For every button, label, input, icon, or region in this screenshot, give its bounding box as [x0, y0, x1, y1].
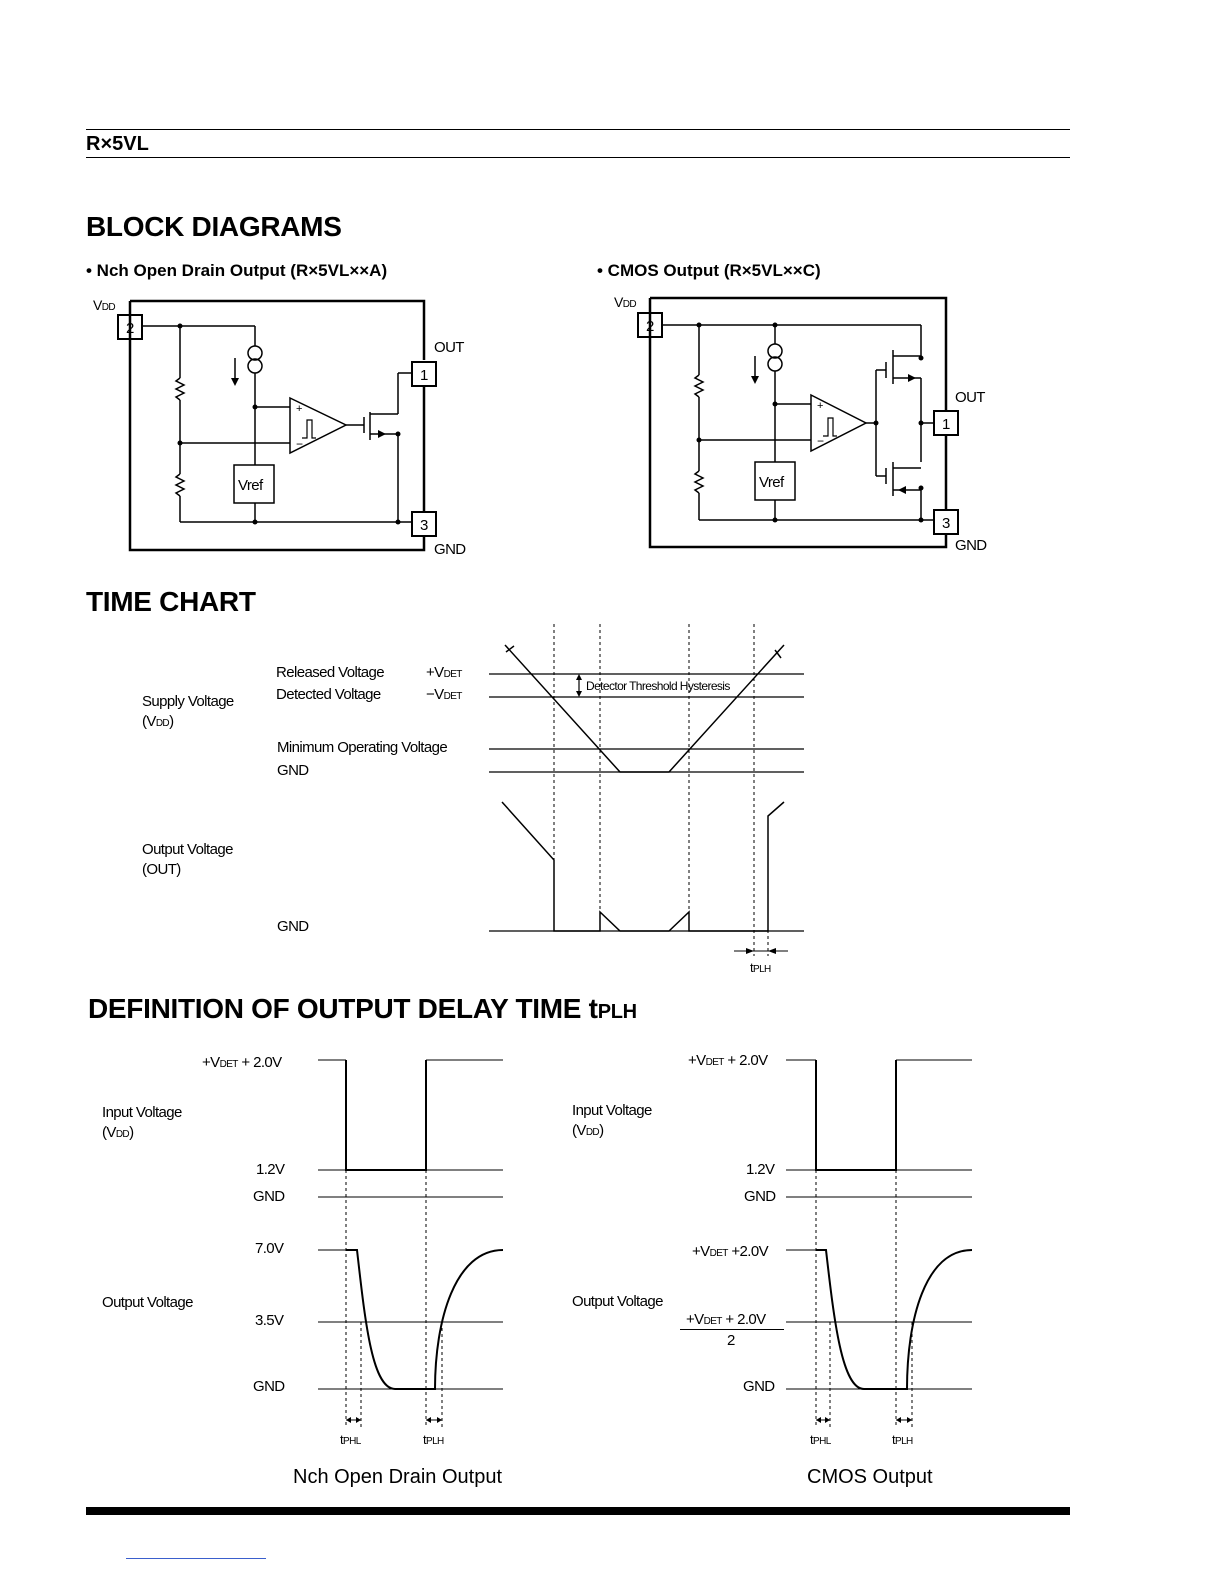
tc-gnd1-label: GND [277, 762, 309, 779]
nch-pin3: 3 [420, 517, 428, 534]
dn-input-sub: (VDD) [102, 1124, 134, 1141]
tc-detected-sym: −VDET [426, 686, 462, 703]
dc-frac-num: +VDET + 2.0V [686, 1311, 766, 1328]
dc-caption: CMOS Output [807, 1466, 933, 1488]
dc-tphl-label: tPHL [810, 1432, 831, 1447]
dc-vout-label: +VDET +2.0V [692, 1243, 769, 1260]
cmos-gnd-label: GND [955, 537, 987, 554]
dn-35v-label: 3.5V [255, 1312, 284, 1329]
cmos-vref: Vref [759, 474, 785, 491]
tc-released-sym: +VDET [426, 664, 462, 681]
dc-12v-label: 1.2V [746, 1161, 775, 1178]
dc-input-sub: (VDD) [572, 1122, 604, 1139]
svg-text:+: + [296, 403, 302, 415]
nch-pin1: 1 [420, 367, 428, 384]
tc-released-label: Released Voltage [276, 664, 385, 681]
dc-output-label: Output Voltage [572, 1293, 663, 1310]
nch-block-title: • Nch Open Drain Output (R×5VL××A) [86, 261, 388, 280]
tc-hysteresis-label: Detector Threshold Hysteresis [586, 679, 730, 693]
time-chart-title: TIME CHART [86, 586, 256, 617]
dn-tplh-label: tPLH [423, 1432, 444, 1447]
dc-vtop-label: +VDET + 2.0V [688, 1052, 768, 1069]
tc-output-label: Output Voltage [142, 841, 233, 858]
nch-out-label: OUT [434, 339, 464, 356]
delay-title: DEFINITION OF OUTPUT DELAY TIME tPLH [88, 993, 637, 1024]
dn-12v-label: 1.2V [256, 1161, 285, 1178]
tc-min-op-label: Minimum Operating Voltage [277, 739, 448, 756]
dc-tplh-label: tPLH [892, 1432, 913, 1447]
footer-link-underline [126, 1558, 266, 1559]
dn-output-label: Output Voltage [102, 1294, 193, 1311]
header-bottom-rule [86, 157, 1070, 158]
tc-supply-sub: (VDD) [142, 713, 174, 730]
dn-gnd-in-label: GND [253, 1188, 285, 1205]
cmos-out-label: OUT [955, 389, 985, 406]
dn-tphl-label: tPHL [340, 1432, 361, 1447]
cmos-pin2: 2 [646, 318, 654, 335]
dc-gnd-in-label: GND [744, 1188, 776, 1205]
nch-vdd-label: VDD [93, 297, 116, 313]
nch-gnd-label: GND [434, 541, 466, 558]
dc-frac-den: 2 [727, 1332, 735, 1349]
cmos-pin1: 1 [942, 416, 950, 433]
tc-tplh-label: tPLH [750, 960, 771, 975]
nch-pin2: 2 [126, 320, 134, 337]
tc-output-sub: (OUT) [142, 861, 181, 878]
svg-text:−: − [817, 434, 824, 448]
dn-caption: Nch Open Drain Output [293, 1466, 502, 1488]
footer-rule [86, 1507, 1070, 1515]
svg-text:+: + [817, 400, 823, 412]
dn-vtop-label: +VDET + 2.0V [202, 1054, 282, 1071]
dc-gnd-out-label: GND [743, 1378, 775, 1395]
block-diagrams-title: BLOCK DIAGRAMS [86, 211, 342, 242]
nch-vref: Vref [238, 477, 264, 494]
svg-text:−: − [296, 437, 303, 451]
dc-input-label: Input Voltage [572, 1102, 652, 1119]
cmos-vdd-label: VDD [614, 294, 637, 310]
header-top-rule [86, 129, 1070, 130]
dn-70v-label: 7.0V [255, 1240, 284, 1257]
tc-supply-label: Supply Voltage [142, 693, 234, 710]
tc-gnd2-label: GND [277, 918, 309, 935]
dc-frac-bar [680, 1329, 784, 1330]
dn-gnd-out-label: GND [253, 1378, 285, 1395]
tc-detected-label: Detected Voltage [276, 686, 381, 703]
cmos-block-title: • CMOS Output (R×5VL××C) [597, 261, 821, 280]
dn-input-label: Input Voltage [102, 1104, 182, 1121]
cmos-pin3: 3 [942, 515, 950, 532]
part-number: R×5VL [86, 133, 149, 155]
